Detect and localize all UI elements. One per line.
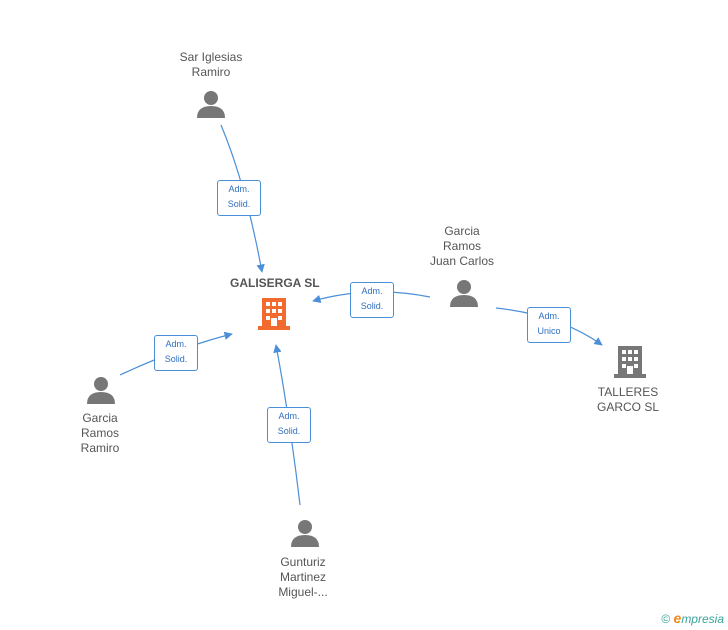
person-name-line: Garcia bbox=[444, 224, 480, 238]
empresia-watermark: © empresia bbox=[661, 610, 724, 626]
edge-label-sar-iglesias: Adm. Solid. bbox=[217, 180, 261, 216]
person-label-garcia-ramiro[interactable]: Garcia Ramos Ramiro bbox=[55, 411, 145, 456]
person-icon-garcia-ramiro[interactable] bbox=[87, 377, 115, 404]
edge-label-line: Adm. bbox=[361, 286, 383, 296]
talleres-building-icon[interactable] bbox=[614, 346, 646, 378]
person-name-line: Miguel-... bbox=[278, 585, 328, 599]
person-label-sar-iglesias[interactable]: Sar Iglesias Ramiro bbox=[166, 50, 256, 80]
edge-label-juan-carlos-galiserga: Adm. Solid. bbox=[350, 282, 394, 318]
edge-label-line: Adm. bbox=[228, 184, 250, 194]
brand-initial: e bbox=[673, 610, 682, 626]
person-name-line: Ramos bbox=[80, 426, 119, 440]
edge-label-line: Solid. bbox=[227, 199, 251, 209]
brand-name: empresia bbox=[673, 610, 724, 626]
person-name-line: Sar Iglesias bbox=[179, 50, 243, 64]
copyright-symbol: © bbox=[661, 612, 671, 626]
person-icon-juan-carlos[interactable] bbox=[450, 280, 478, 307]
edge-label-line: Adm. bbox=[278, 411, 300, 421]
main-company-label[interactable]: GALISERGA SL bbox=[230, 276, 320, 290]
company-name-line: GARCO SL bbox=[596, 400, 659, 414]
edge-label-line: Adm. bbox=[538, 311, 560, 321]
person-label-juan-carlos[interactable]: Garcia Ramos Juan Carlos bbox=[417, 224, 507, 269]
person-name-line: Martinez bbox=[279, 570, 326, 584]
person-icon-gunturiz[interactable] bbox=[291, 520, 319, 547]
edge-label-line: Solid. bbox=[164, 354, 188, 364]
brand-rest: mpresia bbox=[681, 612, 724, 626]
person-name-line: Ramos bbox=[442, 239, 481, 253]
edge-label-line: Adm. bbox=[165, 339, 187, 349]
edge-label-line: Solid. bbox=[360, 301, 384, 311]
person-name-line: Gunturiz bbox=[280, 555, 326, 569]
edge-label-line: Unico bbox=[537, 326, 561, 336]
person-label-gunturiz[interactable]: Gunturiz Martinez Miguel-... bbox=[258, 555, 348, 600]
person-name-line: Garcia bbox=[82, 411, 118, 425]
person-name-line: Ramiro bbox=[191, 65, 231, 79]
person-name-line: Juan Carlos bbox=[429, 254, 495, 268]
edge-label-line: Solid. bbox=[277, 426, 301, 436]
person-name-line: Ramiro bbox=[80, 441, 120, 455]
edge-label-gunturiz: Adm. Solid. bbox=[267, 407, 311, 443]
company-label-talleres[interactable]: TALLERES GARCO SL bbox=[583, 385, 673, 415]
company-name-line: TALLERES bbox=[597, 385, 659, 399]
edge-label-garcia-ramiro: Adm. Solid. bbox=[154, 335, 198, 371]
edge-label-juan-carlos-talleres: Adm. Unico bbox=[527, 307, 571, 343]
main-company-building-icon[interactable] bbox=[258, 298, 290, 330]
person-icon-sar-iglesias[interactable] bbox=[197, 91, 225, 118]
